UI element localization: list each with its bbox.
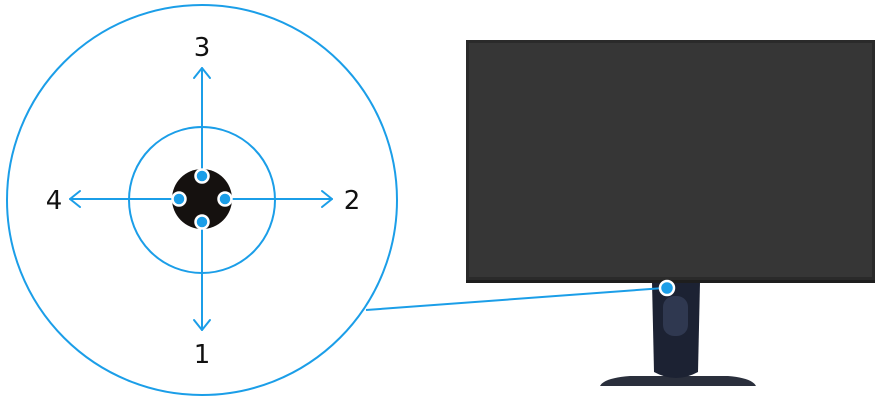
joystick-point-up [194, 168, 210, 184]
joystick-button [172, 169, 232, 229]
joystick-point-left [171, 191, 187, 207]
callout-outer-circle [6, 4, 398, 396]
label-right: 2 [344, 186, 361, 216]
arrow-down-icon [193, 319, 211, 331]
joystick-point-down [194, 214, 210, 230]
arrow-right-icon [321, 190, 333, 208]
label-up: 3 [194, 33, 211, 63]
monitor-stand-cable-slot [663, 296, 688, 336]
arrow-left-icon [69, 190, 81, 208]
arrow-up-icon [193, 67, 211, 79]
joystick-location-dot [658, 279, 676, 297]
monitor [466, 40, 875, 386]
monitor-stand-base [600, 376, 756, 386]
label-left: 4 [46, 186, 63, 216]
label-down: 1 [194, 340, 211, 370]
joystick-point-right [217, 191, 233, 207]
monitor-panel [469, 43, 872, 277]
callout-leader-line [365, 287, 665, 311]
